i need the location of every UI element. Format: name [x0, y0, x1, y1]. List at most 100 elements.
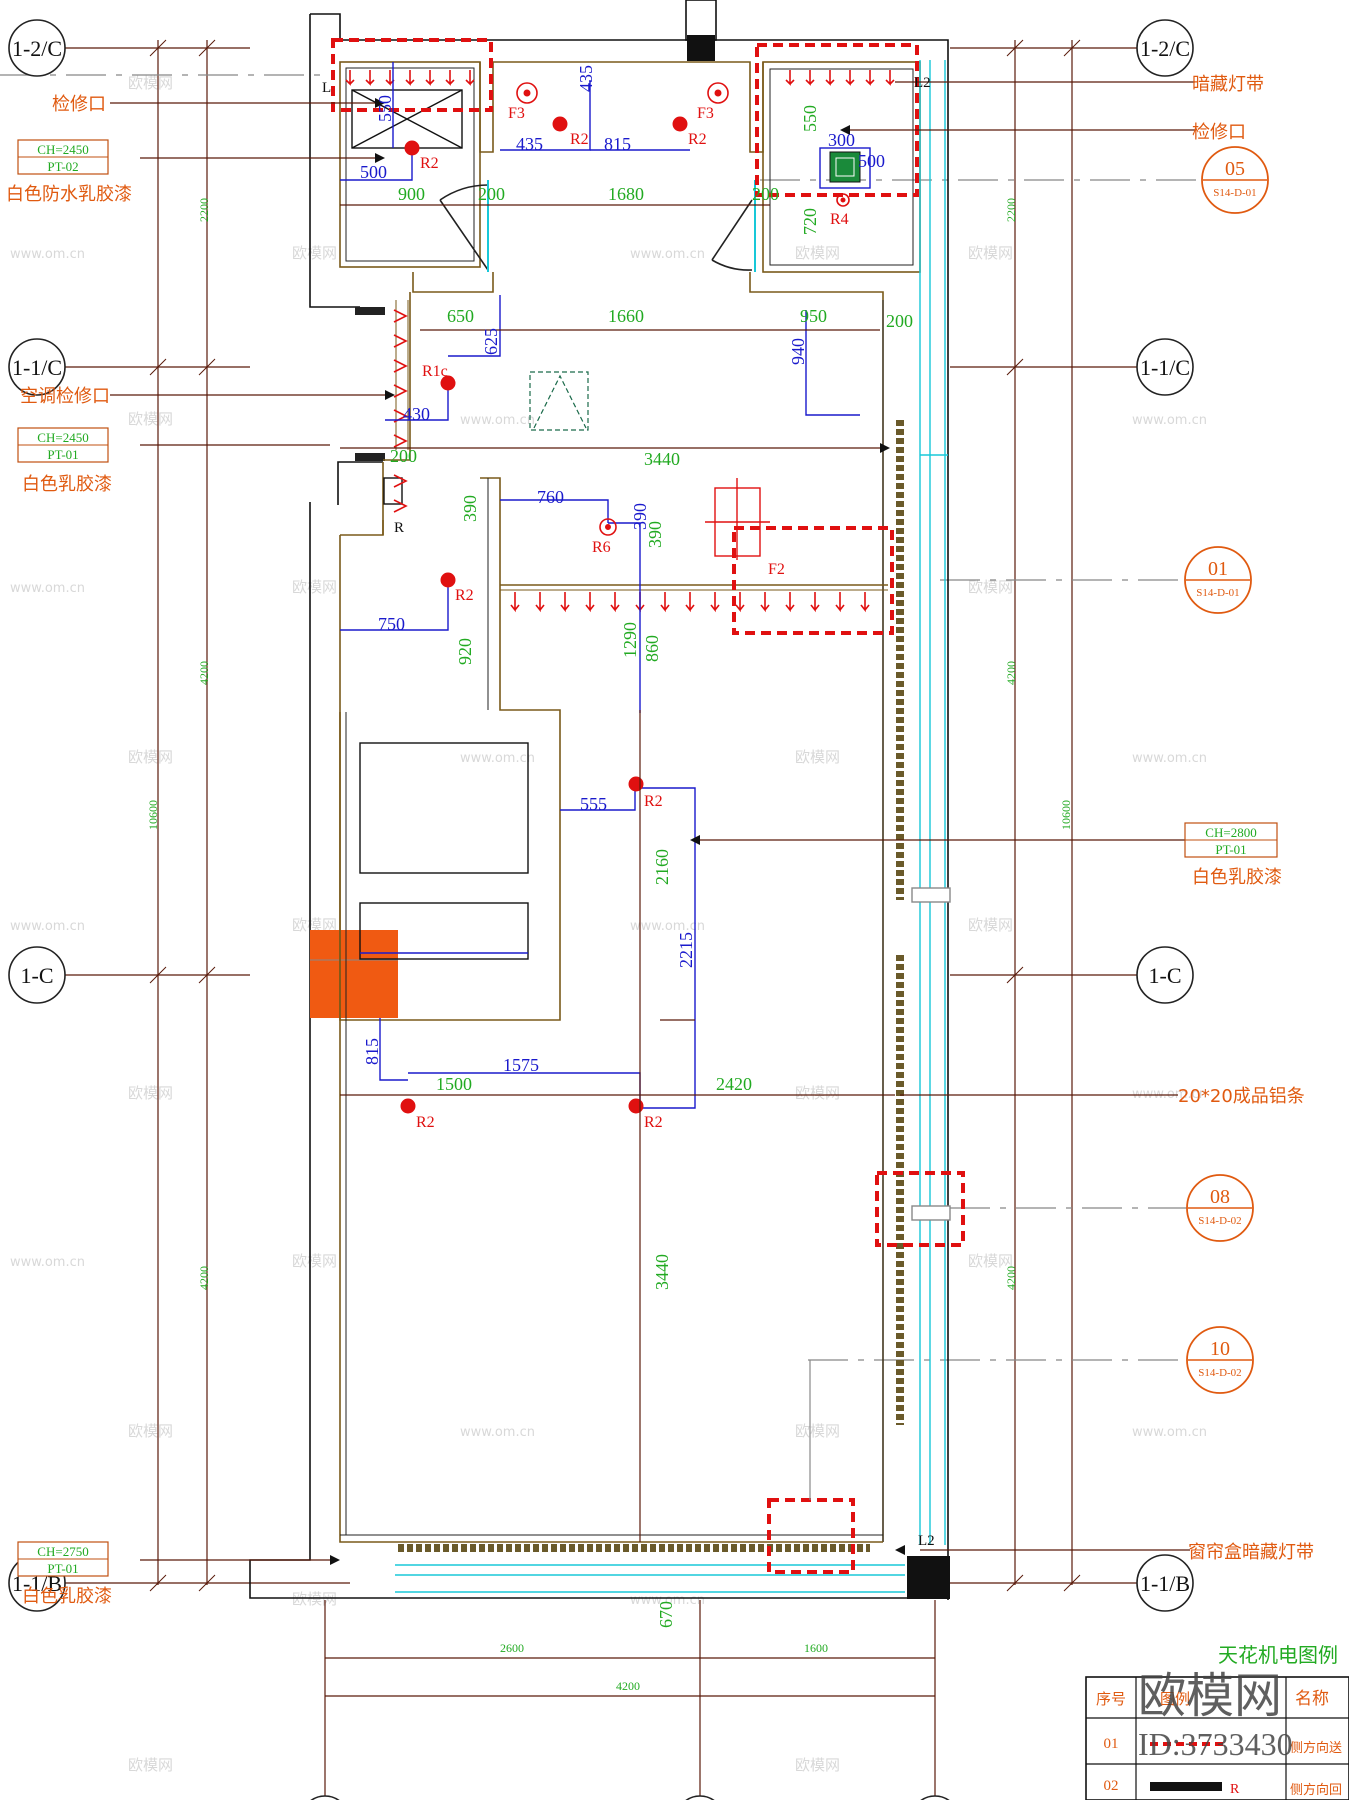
fixtures-red: [400, 82, 850, 1114]
column-top: [687, 35, 715, 61]
dim: 555: [580, 794, 607, 814]
paint-code: PT-01: [47, 1561, 78, 1576]
axis-labels: 1-2/C 1-2/C 1-1/C 1-1/C 1-C 1-C 1-1/B 1-…: [12, 36, 1190, 1596]
linear-diffusers: [395, 300, 888, 591]
label-r6: R6: [592, 539, 611, 556]
callout-number: 08: [1210, 1186, 1230, 1208]
axis-label: 1-1/B: [1140, 1571, 1190, 1596]
highlight-top-left: [331, 38, 493, 112]
watermark-text: 欧模网: [795, 244, 840, 262]
watermark-stamp: 欧模网 ID:3733430: [1138, 1668, 1293, 1762]
wall-outline-top-right: [310, 13, 949, 1600]
legend-col-legend: 图例: [1160, 1690, 1190, 1708]
label-r2: R2: [644, 793, 663, 810]
watermark-site: www.om.cn: [1132, 751, 1207, 766]
watermark-site: www.om.cn: [460, 413, 535, 428]
axis-label: 1-1/C: [1140, 355, 1190, 380]
dim: 900: [398, 184, 425, 204]
diffuser-arrows: [345, 70, 895, 613]
dim: 500: [360, 162, 387, 182]
legend-return-symbol: [1150, 1782, 1222, 1791]
dim: 625: [481, 328, 501, 355]
axis-bubble-bottom-b: [685, 1795, 715, 1800]
legend-r-mark: R: [1230, 1782, 1240, 1797]
dim: 1290: [620, 622, 640, 658]
axis-bubble-1c-right: [1136, 946, 1194, 1004]
callout-number: 05: [1225, 158, 1245, 180]
dim: 2160: [652, 849, 672, 885]
dim: 300: [828, 130, 855, 150]
note-access-hatch-right: 检修口: [1192, 122, 1246, 143]
dims-blue: 500 435 815 430 760 750 555 1575 500 435…: [360, 65, 885, 1075]
ceiling-height: CH=2450: [37, 142, 88, 157]
watermark-text: 欧模网: [795, 1422, 840, 1440]
watermark-site: www.om.cn: [10, 919, 85, 934]
watermark-text: 欧模网: [795, 1756, 840, 1774]
finish-label: 白色乳胶漆: [22, 474, 112, 495]
door-swing-left: [439, 184, 489, 271]
watermark-text: 欧模网: [128, 1422, 173, 1440]
callout-number: 01: [1208, 558, 1228, 580]
paint-code: PT-01: [47, 447, 78, 462]
section-callout-01: 01 S14-D-01: [1184, 546, 1252, 614]
axis-bubble-1-2c-left: [8, 19, 66, 77]
r4-icon: [836, 193, 850, 207]
r6-icon: [599, 518, 617, 536]
wall-notch: [337, 461, 383, 505]
watermark-site: www.om.cn: [10, 581, 85, 596]
label-r4: R4: [830, 211, 849, 228]
dim: 670: [656, 1601, 676, 1628]
callout-sheet-ref: S14-D-02: [1198, 1367, 1241, 1379]
cabinet-lower: [359, 902, 529, 960]
dim: 10600: [146, 800, 160, 830]
axis-bubble-bottom-c: [920, 1795, 950, 1800]
column-left-b: [355, 453, 385, 461]
dim: 4200: [616, 1679, 640, 1693]
label-f3: F3: [508, 105, 525, 122]
legend-col-no: 序号: [1096, 1690, 1126, 1708]
note-hidden-light-strip: 暗藏灯带: [1192, 74, 1264, 95]
note-curtain-light-strip: 窗帘盒暗藏灯带: [1188, 1542, 1314, 1563]
column-orange: [310, 930, 398, 1018]
axis-bubble-1-1b-right: [1136, 1554, 1194, 1612]
axis-label: 1-2/C: [1140, 36, 1190, 61]
callout-sheet-ref: S14-D-01: [1196, 587, 1239, 599]
dim: 1500: [436, 1074, 472, 1094]
finish-label: 白色乳胶漆: [1192, 867, 1282, 888]
door-swing-right: [711, 199, 753, 271]
dim: 760: [537, 487, 564, 507]
dim: 1660: [608, 306, 644, 326]
watermark-text: 欧模网: [795, 748, 840, 766]
watermark-site-pattern: www.om.cn www.om.cn www.om.cn www.om.cn …: [10, 247, 1207, 1608]
ceiling-height: CH=2450: [37, 430, 88, 445]
watermark-site: www.om.cn: [630, 1593, 705, 1608]
highlight-10: [767, 1498, 855, 1574]
ceiling-height: CH=2800: [1205, 825, 1256, 840]
watermark-text: 欧模网: [968, 916, 1013, 934]
dim: 2200: [197, 198, 211, 222]
leader-lines: [110, 81, 1195, 1561]
callout-sheet-ref: S14-D-02: [1198, 1215, 1241, 1227]
furniture: [351, 89, 529, 960]
dim: 550: [375, 95, 395, 122]
watermark-text: 欧模网: [128, 1084, 173, 1102]
dim: 650: [447, 306, 474, 326]
f3-icon-left: [516, 82, 538, 104]
grille-blue: [819, 147, 871, 189]
legend-title: 天花机电图例: [1218, 1643, 1338, 1667]
dim: 1600: [804, 1641, 828, 1655]
watermark-brand: 欧模网: [1138, 1668, 1282, 1724]
curtain-coils: [398, 420, 904, 1552]
bath-left-wall: [339, 61, 481, 268]
r2-icon: [400, 1098, 416, 1114]
watermark-text: 欧模网: [292, 244, 337, 262]
ceiling-tag-4: CH=2750 PT-01 白色乳胶漆: [17, 1541, 112, 1607]
axis-bubble-1-2c-right: [1136, 19, 1194, 77]
dim: 720: [800, 208, 820, 235]
note-access-hatch: 检修口: [52, 94, 106, 115]
dim: 435: [516, 134, 543, 154]
watermark-text: 欧模网: [292, 1590, 337, 1608]
finish-label: 白色防水乳胶漆: [6, 184, 132, 205]
legend-table: 天花机电图例 序号 图例 名称 01 侧方向送 02 侧方向回 R: [1085, 1643, 1349, 1800]
label-f3: F3: [697, 105, 714, 122]
